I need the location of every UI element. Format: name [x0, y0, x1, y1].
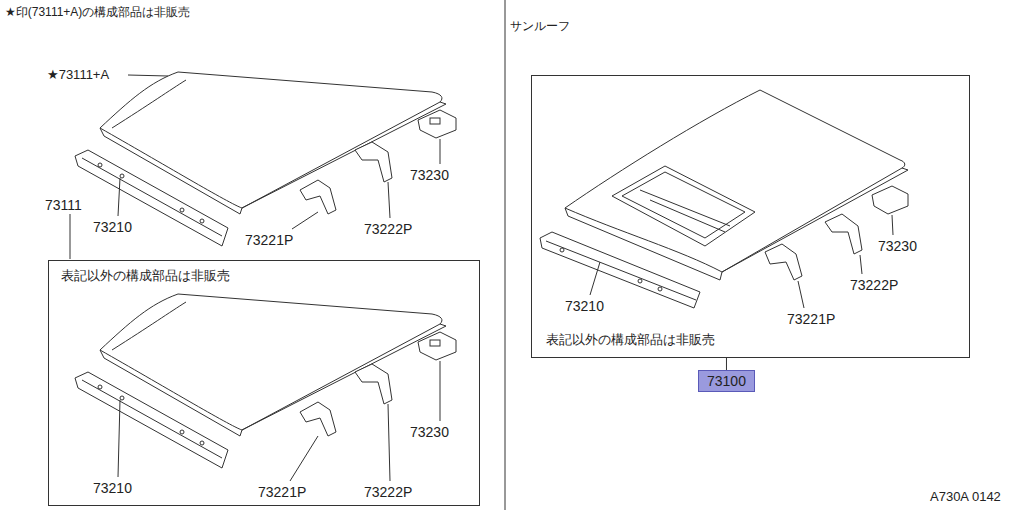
callout-number: 73221P	[787, 311, 835, 327]
note-text: ★印(73111+A)の構成部品は非販売	[5, 6, 190, 20]
callout-number: 73230	[410, 424, 449, 440]
callout-number: 73230	[878, 238, 917, 254]
callout-number: 73210	[565, 298, 604, 314]
callout-number: 73222P	[364, 221, 412, 237]
drawing-code: A730A 0142	[930, 490, 1001, 505]
callout-number: 73111	[45, 197, 82, 213]
callout-number: 73221P	[245, 232, 293, 248]
group-frame: 表記以外の構成部品は非販売	[48, 260, 480, 506]
callout-number: 73222P	[364, 484, 412, 500]
callout-number: 73230	[410, 167, 449, 183]
callout-number: 73222P	[850, 277, 898, 293]
callout-number: 73210	[93, 219, 132, 235]
frame-note: 表記以外の構成部品は非販売	[61, 269, 230, 284]
connector-line	[726, 358, 727, 370]
callout-number: ★73111+A	[47, 68, 109, 83]
callout-number: 73221P	[258, 484, 306, 500]
part-number: 73100	[707, 373, 746, 389]
section-title: サンルーフ	[510, 20, 570, 34]
sunroof-frame: 表記以外の構成部品は非販売	[531, 75, 970, 358]
frame-note: 表記以外の構成部品は非販売	[546, 333, 715, 348]
callout-number: 73210	[93, 480, 132, 496]
part-number-box: 73100	[698, 370, 755, 392]
